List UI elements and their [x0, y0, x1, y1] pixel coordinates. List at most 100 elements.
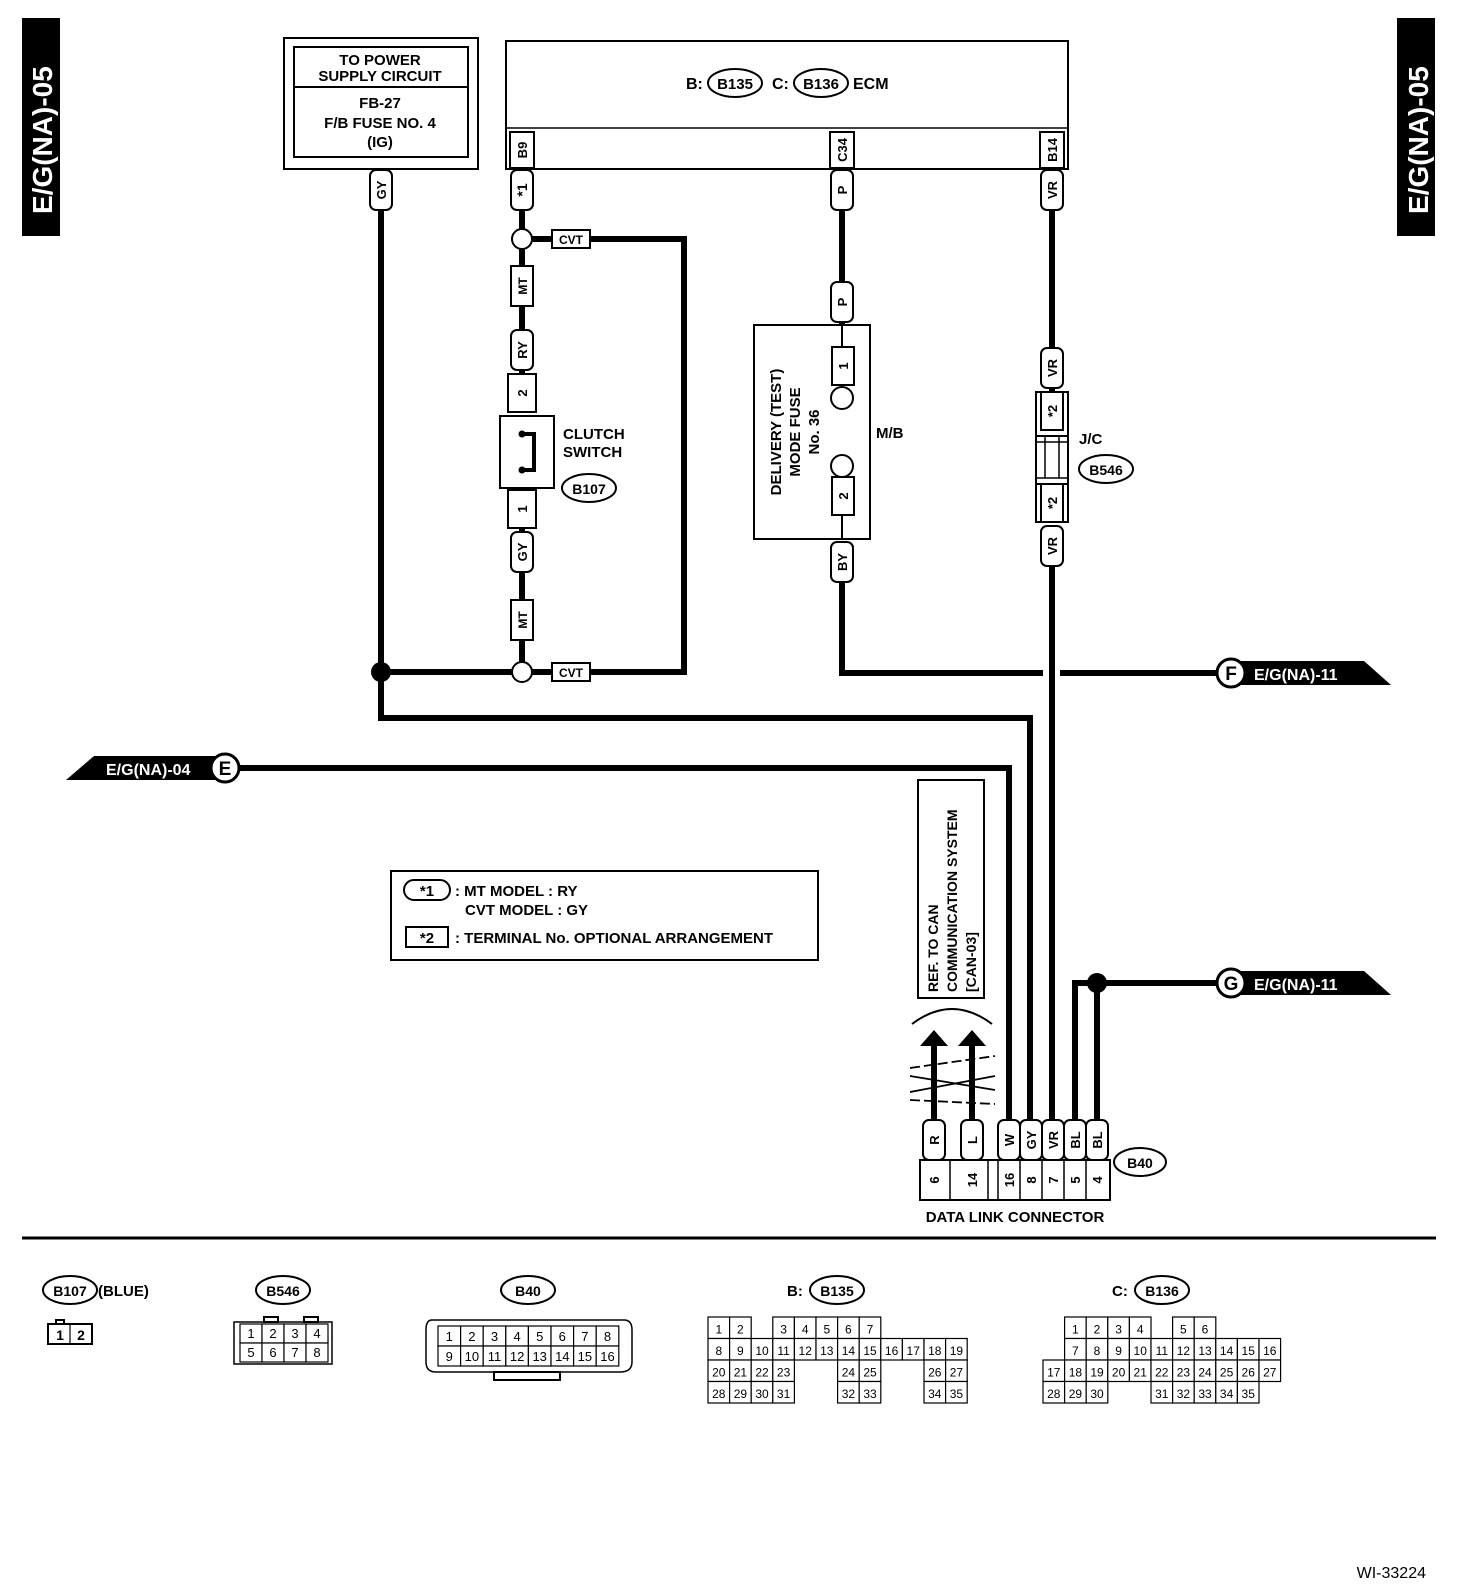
b107-id: B107 — [53, 1283, 87, 1299]
connector-pin-number: 30 — [1090, 1387, 1104, 1401]
fuse-label-line2: MODE FUSE — [787, 387, 804, 476]
ref-f-text: E/G(NA)-11 — [1254, 667, 1338, 684]
connector-pin-number: 27 — [1263, 1366, 1277, 1380]
can-arrows — [909, 1008, 996, 1105]
dlc-wire-bl1: BL — [1068, 1131, 1083, 1148]
wire-label-vr-jc-top: VR — [1045, 358, 1060, 377]
dlc-connector: B40 — [1127, 1155, 1153, 1171]
connector-pin-number: 10 — [755, 1344, 769, 1358]
dlc-pin: 14 — [965, 1172, 980, 1187]
connector-pin-number: 3 — [491, 1329, 498, 1344]
connector-pin-number: 2 — [269, 1326, 276, 1341]
wire-label-ry: RY — [515, 341, 530, 359]
can-ref-line3: [CAN-03] — [963, 932, 979, 992]
connector-pin-number: 22 — [755, 1366, 769, 1380]
connector-pin-number: 3 — [780, 1323, 787, 1337]
connector-pin-number: 9 — [446, 1349, 453, 1364]
power-box-line5: (IG) — [367, 134, 393, 151]
wires — [240, 205, 1220, 1120]
b546-id: B546 — [266, 1283, 300, 1299]
dlc-wire-w: W — [1002, 1133, 1017, 1146]
connector-pin-number: 32 — [1177, 1387, 1191, 1401]
connector-pin-number: 5 — [823, 1323, 830, 1337]
connector-pin-number: 8 — [604, 1329, 611, 1344]
dlc-wire-l: L — [965, 1136, 980, 1144]
ecm-name: ECM — [853, 76, 889, 93]
clutch-pin-top: 2 — [515, 389, 530, 396]
connector-pin-number: 9 — [737, 1344, 744, 1358]
svg-text:2: 2 — [77, 1327, 85, 1343]
connector-pin-number: 11 — [1156, 1344, 1169, 1358]
connector-pin-number: 6 — [1202, 1323, 1209, 1337]
ecm-conn-c: B136 — [803, 76, 839, 93]
data-link-connector: R L W GY VR BL BL 6 14 16 8 7 5 4 B40 DA… — [919, 1119, 1167, 1226]
connector-pin-number: 25 — [863, 1366, 877, 1380]
wire-label-p-mid: P — [835, 297, 850, 306]
ref-e: E E/G(NA)-04 — [66, 752, 241, 784]
connector-pin-number: 17 — [1047, 1366, 1061, 1380]
connector-pin-cell — [858, 1380, 882, 1404]
ref-e-letter: E — [219, 759, 232, 780]
connector-pin-number: 12 — [1177, 1344, 1191, 1358]
connector-view-b107: B107 (BLUE) 1 2 — [42, 1275, 149, 1345]
fuse-pin1: 1 — [836, 362, 851, 369]
connector-pin-number: 6 — [845, 1323, 852, 1337]
section-tag-left-text: E/G(NA)-05 — [27, 66, 58, 214]
connector-pin-number: 24 — [1198, 1366, 1212, 1380]
connector-pin-number: 23 — [1177, 1366, 1191, 1380]
dlc-pin: 7 — [1046, 1176, 1061, 1183]
connector-pin-number: 20 — [1112, 1366, 1126, 1380]
ref-e-text: E/G(NA)-04 — [106, 762, 191, 779]
jc-label: J/C — [1079, 431, 1103, 448]
ecm-prefix-c: C: — [772, 76, 789, 93]
connector-pin-number: 5 — [1180, 1323, 1187, 1337]
wire-gy-power — [378, 210, 1033, 1120]
b136-prefix: C: — [1112, 1283, 1128, 1300]
wire-label-cvt-top: CVT — [559, 233, 584, 247]
connector-pin-number: 1 — [247, 1326, 254, 1341]
connector-pin-number: 7 — [867, 1323, 874, 1337]
junction-dot — [371, 662, 391, 682]
connector-pin-number: 29 — [734, 1387, 748, 1401]
wire-label-gy-power: GY — [369, 169, 393, 211]
wire-label-gy-lower: GY — [515, 542, 530, 561]
legend-text1b: CVT MODEL : GY — [465, 902, 588, 919]
connector-pin-number: 1 — [446, 1329, 453, 1344]
connector-pin-number: 21 — [1134, 1366, 1148, 1380]
wire-labels: *1 P VR CVT CVT MT RY GY MT P BY VR — [510, 169, 1064, 682]
fuse-pin2: 2 — [836, 492, 851, 499]
connector-pin-number: 5 — [247, 1345, 254, 1360]
connector-pin-number: 19 — [950, 1344, 964, 1358]
dlc-wire-bl2: BL — [1090, 1131, 1105, 1148]
b135-id: B135 — [820, 1283, 854, 1299]
branch-point — [511, 661, 533, 683]
connector-pin-number: 16 — [885, 1344, 899, 1358]
connector-pin-number: 19 — [1090, 1366, 1104, 1380]
b107-note: (BLUE) — [98, 1283, 149, 1300]
ecm-terminal-c34: C34 — [835, 137, 850, 162]
jc-mark-top: *2 — [1045, 405, 1060, 417]
connector-pin-number: 27 — [950, 1366, 964, 1380]
connector-pin-number: 31 — [1155, 1387, 1169, 1401]
svg-text:1: 1 — [56, 1327, 64, 1343]
connector-pin-number: 22 — [1155, 1366, 1169, 1380]
b40-id: B40 — [515, 1283, 541, 1299]
connector-pin-number: 2 — [737, 1323, 744, 1337]
connector-pin-number: 10 — [1134, 1344, 1148, 1358]
wire-label-b14: VR — [1045, 180, 1060, 199]
connector-pin-number: 3 — [1115, 1323, 1122, 1337]
ecm-terminal-b9: B9 — [515, 142, 530, 159]
ref-f: F E/G(NA)-11 — [1215, 657, 1391, 689]
connector-pin-number: 17 — [907, 1344, 921, 1358]
jc-mark-bottom: *2 — [1045, 497, 1060, 509]
dlc-pin: 5 — [1068, 1176, 1083, 1183]
figure-id: WI-33224 — [1357, 1565, 1426, 1582]
clutch-label-line2: SWITCH — [563, 444, 622, 461]
clutch-label-line1: CLUTCH — [563, 426, 625, 443]
connector-pin-cell — [305, 1342, 329, 1363]
power-box-line3: FB-27 — [359, 95, 401, 112]
connector-pin-cell — [1085, 1380, 1109, 1404]
